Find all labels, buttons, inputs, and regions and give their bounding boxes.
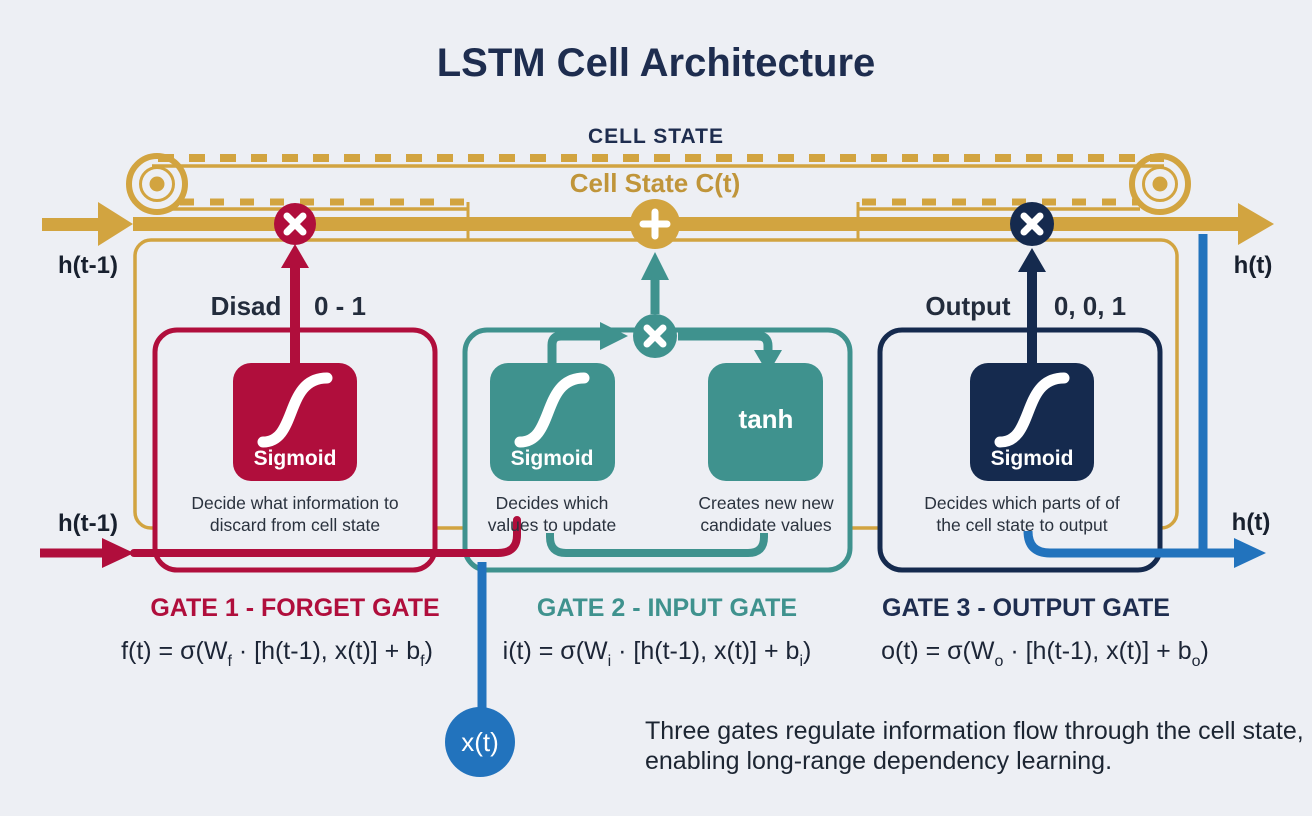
input-sigmoid-desc-line1: Decides which xyxy=(496,493,609,513)
cell-state-band-line xyxy=(133,217,1240,231)
forget-gate-formula: f(t) = σ(Wf · [h(t-1), x(t)] + bf) xyxy=(121,637,433,670)
sigmoid-curve-icon xyxy=(514,372,590,448)
h-out-top-label: h(t) xyxy=(1234,252,1273,279)
output-gate-formula: o(t) = σ(Wo · [h(t-1), x(t)] + bo) xyxy=(881,637,1209,670)
tanh-box: tanh xyxy=(708,363,823,481)
forget-sigmoid-box: Sigmoid xyxy=(233,363,357,481)
output-annotation-left: Output xyxy=(925,291,1011,321)
output-multiply-node xyxy=(1010,202,1054,246)
input-gate-title: GATE 2 - INPUT GATE xyxy=(537,594,797,622)
footer-line1: Three gates regulate information flow th… xyxy=(645,717,1304,745)
input-multiply-node xyxy=(633,314,677,358)
forget-up-arrow xyxy=(281,244,309,268)
tanh-desc-line2: candidate values xyxy=(700,515,832,535)
cell-state-label: Cell State C(t) xyxy=(570,168,740,198)
output-sigmoid-box: Sigmoid xyxy=(970,363,1094,481)
output-desc-line1: Decides which parts of of xyxy=(924,493,1120,513)
h-prev-inner-connector xyxy=(130,516,521,557)
input-up-arrow xyxy=(641,252,669,280)
multiply-icon xyxy=(1020,212,1044,236)
input-sigmoid-label: Sigmoid xyxy=(511,447,594,470)
forget-desc-line2: discard from cell state xyxy=(210,515,380,535)
forget-sigmoid-label: Sigmoid xyxy=(254,447,337,470)
output-up-arrow xyxy=(1018,248,1046,272)
forget-annotation-left: Disad xyxy=(211,291,282,321)
cell-state-entry-shaft xyxy=(42,218,100,231)
x-input-node xyxy=(445,707,515,777)
cell-state-heading: CELL STATE xyxy=(588,125,724,148)
input-multiply-to-tanh-arrow xyxy=(754,350,782,374)
output-annotation-right: 0, 0, 1 xyxy=(1054,291,1126,321)
sigmoid-curve-icon xyxy=(994,372,1070,448)
conveyor-belt xyxy=(126,153,1191,241)
forget-gate-title: GATE 1 - FORGET GATE xyxy=(150,594,439,622)
forget-multiply-node xyxy=(274,203,316,245)
belt-roller-left-icon xyxy=(126,153,188,215)
cell-state-entry-arrow xyxy=(98,202,133,246)
input-bottom-connector xyxy=(546,533,768,557)
multiply-icon xyxy=(283,212,307,236)
input-sigmoid-box: Sigmoid xyxy=(490,363,615,481)
input-sigmoid-to-multiply-arrow xyxy=(600,322,628,350)
input-sigmoid-desc-line2: values to update xyxy=(488,515,616,535)
h-prev-top-label: h(t-1) xyxy=(58,252,118,279)
tanh-desc-line1: Creates new new xyxy=(698,493,834,513)
plus-icon xyxy=(639,208,671,240)
forget-annotation-right: 0 - 1 xyxy=(314,291,366,321)
output-sigmoid-label: Sigmoid xyxy=(991,447,1074,470)
tanh-label: tanh xyxy=(739,404,794,434)
cell-state-band xyxy=(42,202,1274,246)
output-gate-title: GATE 3 - OUTPUT GATE xyxy=(882,594,1170,622)
add-node xyxy=(630,199,680,249)
forget-desc-line1: Decide what information to xyxy=(191,493,398,513)
output-desc-line2: the cell state to output xyxy=(936,515,1107,535)
h-prev-bottom-label: h(t-1) xyxy=(58,510,118,537)
footer-line2: enabling long-range dependency learning. xyxy=(645,747,1112,775)
h-out-bottom-label: h(t) xyxy=(1232,509,1271,536)
multiply-icon xyxy=(643,324,667,348)
x-input-label: x(t) xyxy=(461,727,499,757)
belt-roller-right-icon xyxy=(1129,153,1191,215)
output-h-path xyxy=(1023,530,1236,558)
sigmoid-curve-icon xyxy=(257,372,333,448)
input-gate-formula: i(t) = σ(Wi · [h(t-1), x(t)] + bi) xyxy=(503,637,812,670)
h-prev-input-arrow xyxy=(102,538,134,568)
cell-state-band-arrow xyxy=(1238,203,1274,245)
input-multiply-to-tanh-line xyxy=(678,331,773,352)
input-sigmoid-to-multiply-line xyxy=(547,331,602,363)
page-title: LSTM Cell Architecture xyxy=(437,41,876,85)
h-out-arrow xyxy=(1234,538,1266,568)
